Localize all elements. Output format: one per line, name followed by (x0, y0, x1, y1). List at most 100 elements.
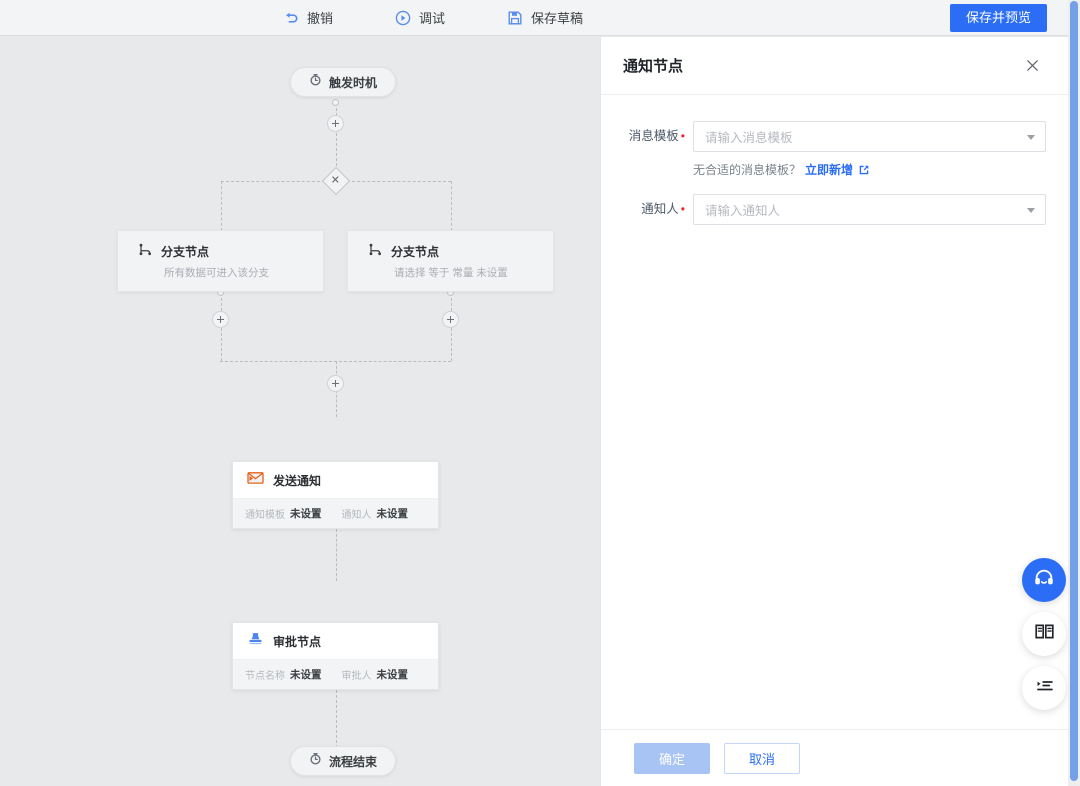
node-card-title: 审批节点 (273, 634, 322, 649)
gateway-symbol: ✕ (331, 174, 341, 187)
field-label-recipient: 通知人• (601, 194, 693, 224)
message-template-select[interactable]: 请输入消息模板 (693, 121, 1046, 152)
exclusive-gateway-node[interactable]: ✕ (321, 166, 351, 196)
node-field-value: 未设置 (290, 508, 322, 520)
start-node-port (332, 99, 339, 106)
field-recipient: 通知人• 请输入通知人 (601, 194, 1046, 225)
floating-action-buttons (1022, 558, 1066, 710)
message-template-hint: 无合适的消息模板？ 立即新增 (693, 161, 1046, 178)
debug-button[interactable]: 调试 (395, 10, 445, 26)
node-card-approval[interactable]: 审批节点 节点名称 未设置 审批人 未设置 (232, 622, 439, 690)
add-node-button[interactable] (442, 311, 459, 328)
branch-split-line-right (347, 181, 451, 182)
node-field-key: 审批人 (341, 671, 372, 682)
add-node-button[interactable] (327, 115, 344, 132)
field-control: 请输入通知人 (693, 194, 1046, 225)
undo-button[interactable]: 撤销 (283, 10, 333, 26)
chevron-down-icon (1027, 134, 1035, 140)
node-field-key: 通知模板 (245, 510, 285, 521)
save-draft-label: 保存草稿 (531, 10, 584, 26)
save-icon (507, 10, 523, 26)
field-message-template: 消息模板• 请输入消息模板 (601, 121, 1046, 152)
required-marker: • (680, 202, 685, 216)
clock-icon (309, 752, 322, 770)
clock-icon (309, 73, 322, 91)
node-config-drawer: 通知节点 消息模板• 请输入消息模板 (600, 37, 1068, 786)
node-field-recipient: 通知人 未设置 (336, 506, 433, 521)
node-card-title: 发送通知 (273, 473, 322, 488)
save-draft-button[interactable]: 保存草稿 (507, 10, 583, 26)
start-node-label: 触发时机 (329, 75, 378, 90)
documentation-button[interactable] (1022, 612, 1066, 656)
branch-icon (138, 242, 153, 260)
undo-icon (283, 10, 299, 26)
branch-leg-left-top (220, 181, 222, 231)
book-icon (1034, 621, 1055, 647)
node-field-value: 未设置 (290, 669, 322, 681)
top-toolbar: 撤销 调试 保存草 (0, 0, 1080, 36)
field-label-text: 消息模板 (628, 129, 679, 143)
play-circle-icon (395, 10, 411, 26)
page-scrollbar-thumb[interactable] (1070, 1, 1078, 781)
node-field-value: 未设置 (376, 669, 409, 681)
approval-stamp-icon (247, 631, 264, 651)
field-label-text: 通知人 (641, 202, 679, 216)
node-field-template: 通知模板 未设置 (239, 506, 336, 521)
start-node-trigger[interactable]: 触发时机 (290, 67, 397, 97)
branch-node-2-title: 分支节点 (391, 244, 440, 259)
shortcuts-button[interactable] (1022, 666, 1066, 710)
branch-node-2-subtitle: 请选择 等于 常量 未设置 (394, 267, 508, 279)
node-card-footer: 节点名称 未设置 审批人 未设置 (233, 660, 438, 689)
node-field-key: 节点名称 (245, 671, 285, 682)
external-link-icon[interactable] (858, 164, 870, 176)
connector-start-to-gateway (335, 103, 337, 181)
add-node-button[interactable] (327, 375, 344, 392)
mail-icon (247, 470, 264, 490)
cancel-button[interactable]: 取消 (724, 742, 801, 774)
node-field-approver: 审批人 未设置 (336, 667, 433, 682)
branch-node-1-title: 分支节点 (161, 244, 210, 259)
flow-canvas[interactable]: 触发时机 ✕ (0, 37, 605, 786)
headset-icon (1033, 567, 1055, 594)
node-card-send-notification[interactable]: 发送通知 通知模板 未设置 通知人 未设置 (232, 461, 439, 529)
required-marker: • (680, 129, 685, 143)
connector-approval-to-end (335, 685, 337, 748)
node-card-header: 发送通知 (233, 462, 438, 499)
field-control: 请输入消息模板 (693, 121, 1046, 152)
toolbar-actions: 撤销 调试 保存草 (283, 0, 583, 36)
drawer-footer: 确定 取消 (601, 729, 1068, 786)
close-icon[interactable] (1022, 56, 1042, 76)
node-field-name: 节点名称 未设置 (239, 667, 336, 682)
customer-service-button[interactable] (1022, 558, 1066, 602)
list-icon (1034, 675, 1055, 701)
undo-label: 撤销 (307, 10, 334, 26)
confirm-button[interactable]: 确定 (634, 742, 711, 774)
node-field-key: 通知人 (341, 510, 372, 521)
branch-split-line-left (221, 181, 335, 182)
node-field-value: 未设置 (376, 508, 409, 520)
branch-node-1-header: 分支节点 (138, 242, 323, 260)
branch-node-1-subtitle: 所有数据可进入该分支 (164, 267, 269, 279)
connector-notify-to-approval (335, 524, 337, 581)
branch-node-2-header: 分支节点 (368, 242, 553, 260)
save-and-preview-button[interactable]: 保存并预览 (949, 4, 1047, 32)
recipient-select[interactable]: 请输入通知人 (693, 194, 1046, 225)
flow-diagram: 触发时机 ✕ (0, 37, 605, 786)
drawer-header: 通知节点 (601, 37, 1068, 95)
add-node-button[interactable] (212, 311, 229, 328)
node-card-footer: 通知模板 未设置 通知人 未设置 (233, 499, 438, 528)
end-node[interactable]: 流程结束 (290, 746, 397, 776)
message-template-placeholder: 请输入消息模板 (705, 131, 793, 145)
branch-node-2[interactable]: 分支节点 请选择 等于 常量 未设置 (347, 230, 554, 292)
create-template-link[interactable]: 立即新增 (805, 163, 854, 177)
recipient-placeholder: 请输入通知人 (705, 204, 781, 218)
field-label-message-template: 消息模板• (601, 121, 693, 151)
drawer-body: 消息模板• 请输入消息模板 无合适的消息模板？ 立即新增 (601, 95, 1068, 729)
hint-text: 无合适的消息模板？ (693, 163, 802, 177)
page-scrollbar[interactable] (1068, 0, 1080, 786)
branch-node-1[interactable]: 分支节点 所有数据可进入该分支 (117, 230, 324, 292)
drawer-title: 通知节点 (623, 58, 684, 75)
chevron-down-icon (1027, 207, 1035, 213)
branch-icon (368, 242, 383, 260)
